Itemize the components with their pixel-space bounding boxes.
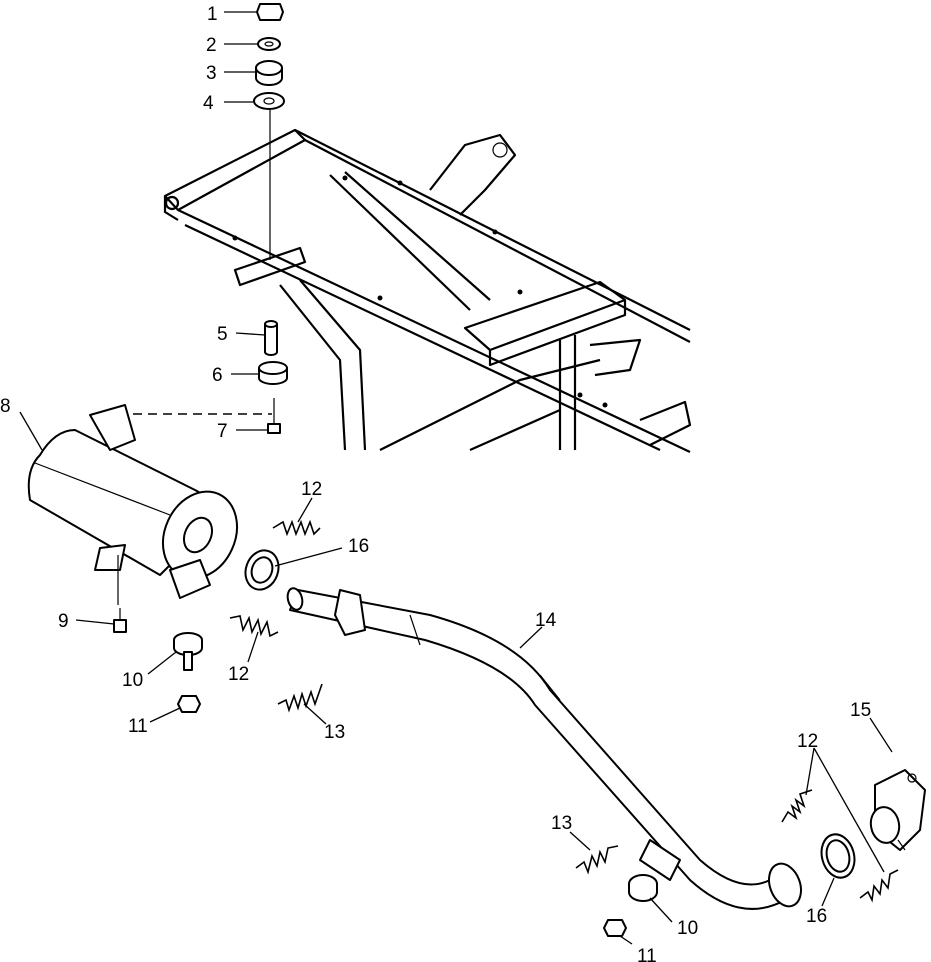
gasket-16-left	[244, 549, 280, 591]
label-6: 6	[212, 365, 223, 386]
rubber-mount-10-right	[628, 874, 658, 902]
spring-12-mid	[229, 615, 279, 638]
label-1: 1	[207, 4, 218, 25]
washer-2	[257, 37, 281, 51]
spring-13-right	[575, 845, 619, 875]
label-12-mid: 12	[228, 664, 249, 685]
label-10-left: 10	[122, 670, 143, 691]
mount-hardware	[118, 3, 288, 434]
label-8: 8	[0, 396, 11, 417]
nut-1	[256, 3, 284, 21]
label-16-right: 16	[806, 906, 827, 927]
spring-12-right-b	[859, 869, 899, 903]
label-13-right: 13	[551, 813, 572, 834]
bolt-7	[267, 423, 281, 434]
label-7: 7	[217, 421, 228, 442]
label-11-left: 11	[128, 716, 148, 737]
label-11-right: 11	[637, 946, 657, 962]
nut-11-right	[603, 919, 627, 937]
label-14: 14	[535, 610, 557, 631]
label-15: 15	[850, 700, 871, 721]
label-5: 5	[217, 324, 228, 345]
label-12-top: 12	[301, 479, 322, 500]
label-12-right: 12	[797, 731, 818, 752]
spring-12-right-a	[781, 789, 813, 823]
vehicle-frame	[163, 128, 692, 453]
label-13-left: 13	[324, 722, 345, 743]
spring-12-top	[272, 519, 321, 537]
spring-13-left	[277, 683, 323, 713]
leader-lines	[19, 11, 893, 945]
rubber-mount-10-left	[173, 632, 203, 671]
part-labels: 1 2 3 4 5 6 7 8 9 10 11 12 16 12 13 14 1…	[0, 4, 871, 962]
exhaust-flange-15	[869, 769, 926, 851]
spacer-5	[264, 323, 278, 356]
gasket-16-right	[820, 833, 856, 879]
nut-11-left	[177, 695, 201, 713]
header-pipe-14	[286, 587, 802, 910]
label-10-right: 10	[677, 918, 698, 939]
label-16-left: 16	[348, 536, 369, 557]
label-9: 9	[58, 611, 69, 632]
muffler-8	[27, 404, 238, 605]
bolt-9	[113, 608, 127, 633]
label-4: 4	[203, 93, 214, 114]
label-3: 3	[206, 63, 217, 84]
washer-4	[253, 92, 285, 110]
label-2: 2	[206, 35, 217, 56]
